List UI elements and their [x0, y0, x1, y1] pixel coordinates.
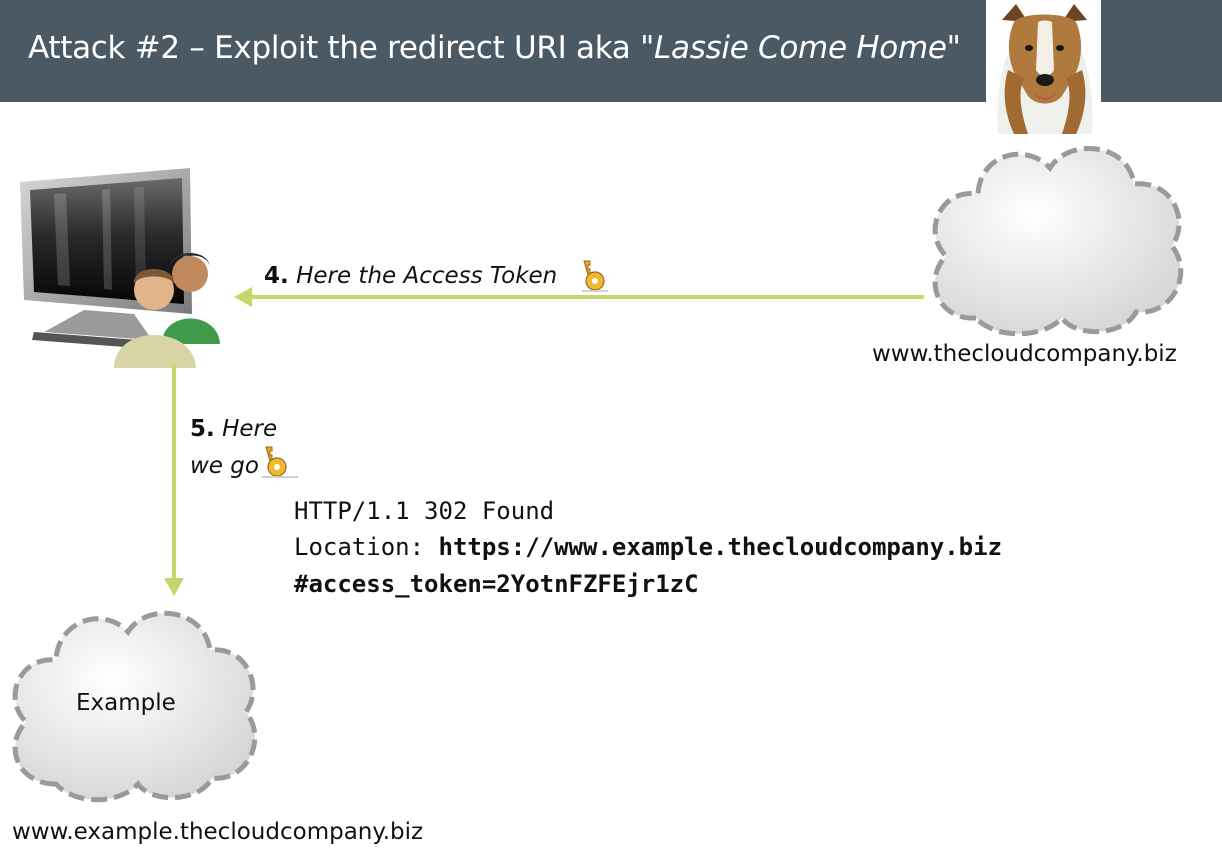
key-icon	[262, 446, 298, 478]
step-5-text-line1: Here	[222, 416, 278, 442]
step-4-number: 4.	[264, 263, 289, 289]
step-5-text-line2: we go	[190, 453, 259, 479]
cloud-icon	[12, 610, 258, 803]
key-icon	[582, 260, 608, 292]
http-location-line: Location: https://www.example.thecloudco…	[294, 533, 1002, 561]
location-url: https://www.example.thecloudcompany.biz	[438, 533, 1003, 561]
location-label: Location:	[294, 533, 439, 561]
title-quote: "Lassie Come Home"	[640, 30, 961, 66]
title-bar-right	[1101, 0, 1222, 102]
access-token-fragment: #access_token=2YotnFZFEjr1zC	[294, 570, 699, 598]
step-4-text: Here the Access Token	[296, 263, 558, 289]
http-fragment-line: #access_token=2YotnFZFEjr1zC	[294, 570, 699, 598]
title-bar	[0, 0, 986, 102]
arrow-step-4	[234, 287, 924, 307]
example-company-domain: www.example.thecloudcompany.biz	[12, 819, 424, 845]
slide-title: Attack #2 – Exploit the redirect URI aka…	[28, 30, 961, 66]
cloud-icon	[932, 146, 1184, 337]
step-5-number: 5.	[190, 416, 215, 442]
computer-users-icon	[20, 168, 220, 368]
step-5-line2: we go	[190, 453, 259, 479]
example-cloud-label: Example	[76, 690, 176, 716]
arrow-step-5	[164, 365, 184, 596]
cloud-company-domain: www.thecloudcompany.biz	[872, 341, 1177, 367]
title-prefix: Attack #2 – Exploit the redirect URI aka	[28, 30, 641, 66]
http-status-line: HTTP/1.1 302 Found	[294, 497, 555, 525]
dog-photo-icon	[988, 0, 1101, 134]
step-4-label: 4. Here the Access Token	[264, 263, 557, 289]
step-5-line1: 5. Here	[190, 416, 277, 442]
